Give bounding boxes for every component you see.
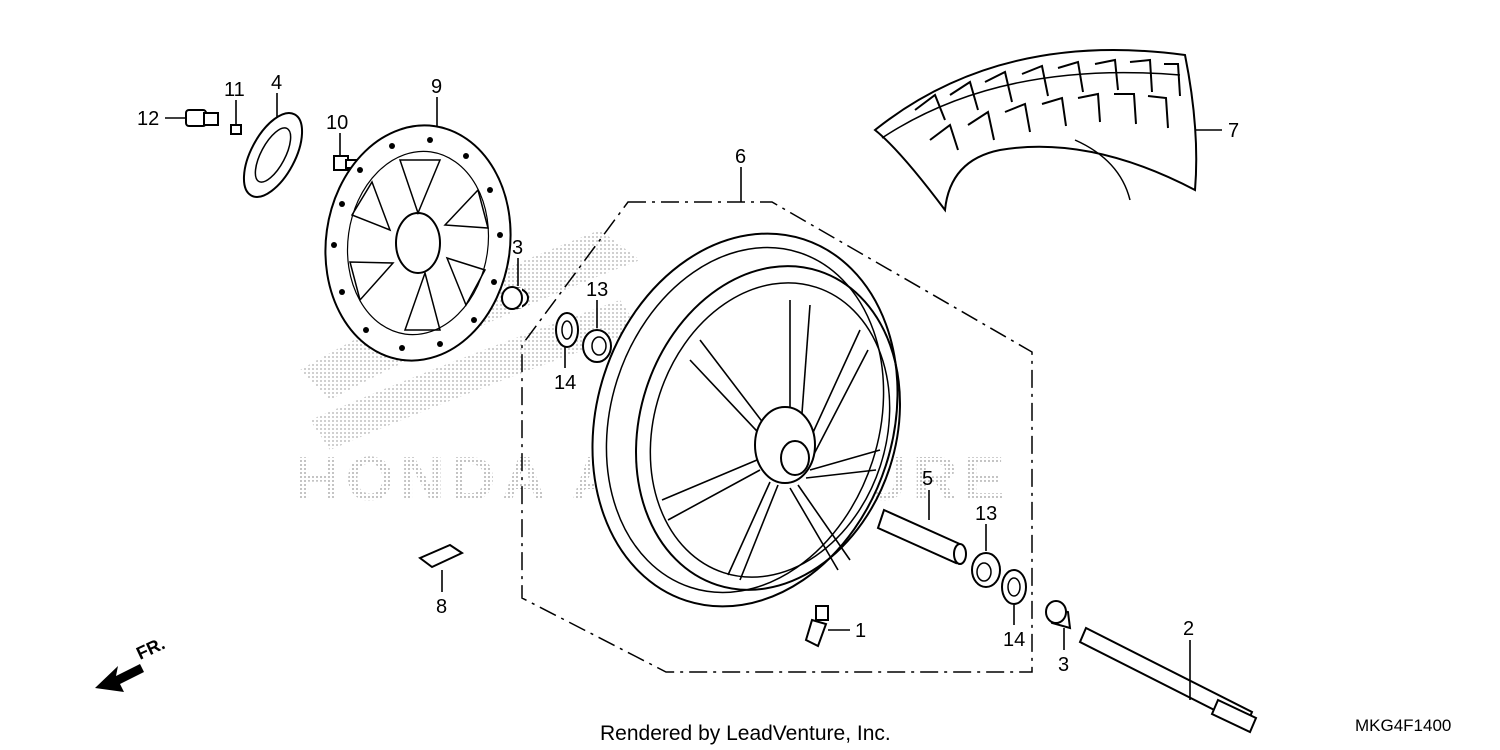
brake-disc-9[interactable] — [310, 113, 525, 372]
callout-14-left: 14 — [554, 372, 576, 394]
tire-valve-1[interactable] — [804, 605, 829, 648]
callout-7: 7 — [1228, 120, 1239, 142]
callout-13-left: 13 — [586, 279, 608, 301]
balance-weight-8[interactable] — [418, 543, 465, 569]
diagram-code: MKG4F1400 — [1355, 716, 1451, 735]
callout-9: 9 — [431, 76, 442, 98]
tire-7[interactable] — [873, 49, 1198, 213]
callout-12: 12 — [137, 108, 159, 130]
callout-5: 5 — [922, 468, 933, 490]
callout-6: 6 — [735, 146, 746, 168]
wheel-assembly-outline — [521, 201, 1033, 673]
callout-14-right: 14 — [1003, 629, 1025, 651]
collar-3-right[interactable] — [1045, 600, 1072, 630]
direction-label: FR. — [133, 633, 168, 663]
front-direction-arrow: FR. — [95, 633, 168, 692]
front-wheel-6[interactable] — [546, 194, 945, 647]
footer-credit: Rendered by LeadVenture, Inc. — [600, 722, 891, 745]
callout-4: 4 — [271, 72, 282, 94]
pulse-ring-4[interactable] — [232, 104, 314, 206]
front-axle-2[interactable] — [1078, 626, 1258, 734]
collar-3-left[interactable] — [501, 286, 529, 310]
screw-11[interactable] — [230, 124, 242, 135]
callout-3-left: 3 — [512, 237, 523, 259]
bearing-13-left[interactable] — [582, 329, 612, 363]
callout-10: 10 — [326, 112, 348, 134]
flange-bolt-12[interactable] — [185, 109, 219, 127]
callouts: 12 11 4 10 9 3 13 14 6 7 8 5 13 14 3 1 2 — [137, 72, 1239, 676]
callout-13-right: 13 — [975, 503, 997, 525]
callout-1: 1 — [855, 620, 866, 642]
dust-seal-14-left[interactable] — [555, 312, 579, 348]
callout-2: 2 — [1183, 618, 1194, 640]
distance-collar-5[interactable] — [876, 508, 967, 565]
callout-3-right: 3 — [1058, 654, 1069, 676]
leader-lines — [165, 93, 1222, 700]
callout-11: 11 — [224, 79, 245, 101]
bearing-13-right[interactable] — [971, 552, 1001, 588]
callout-8: 8 — [436, 596, 447, 618]
dust-seal-14-right[interactable] — [1001, 569, 1027, 605]
